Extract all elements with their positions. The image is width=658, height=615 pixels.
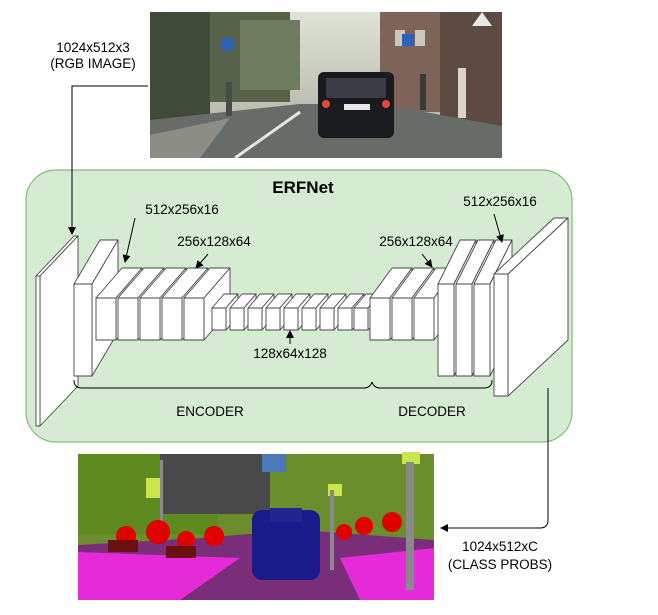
output-arrow [440,388,549,532]
input-rgb-image [150,12,502,160]
decoder-label: DECODER [398,404,466,419]
output-segmentation-map [78,452,434,600]
output-type-label: (CLASS PROBS) [448,557,552,572]
input-size-label: 1024x512x3 [56,40,130,55]
encoder-stage2-label: 256x128x64 [177,234,251,249]
decoder-stage1-label: 256x128x64 [379,234,453,249]
encoder-stage1-label: 512x256x16 [145,202,219,217]
network-title: ERFNet [272,178,334,197]
layer-blocks [35,217,569,427]
input-type-label: (RGB IMAGE) [50,56,136,71]
decoder-stage1-pointer [421,253,433,268]
output-size-label: 1024x512xC [462,539,538,554]
encoder-stage2-pointer [195,253,209,269]
encoder-stage1-pointer [122,217,136,263]
decoder-stage2-pointer [493,213,504,243]
output-layer-block [493,217,569,397]
encoder-brace [73,379,373,389]
input-layer-block [35,235,79,427]
bottleneck-label: 128x64x128 [253,346,327,361]
encoder-label: ENCODER [176,404,244,419]
decoder-stage2-label: 512x256x16 [463,194,537,209]
encoder-block-2-5 [183,267,231,341]
input-arrow [68,85,148,235]
decoder-brace [371,379,493,389]
